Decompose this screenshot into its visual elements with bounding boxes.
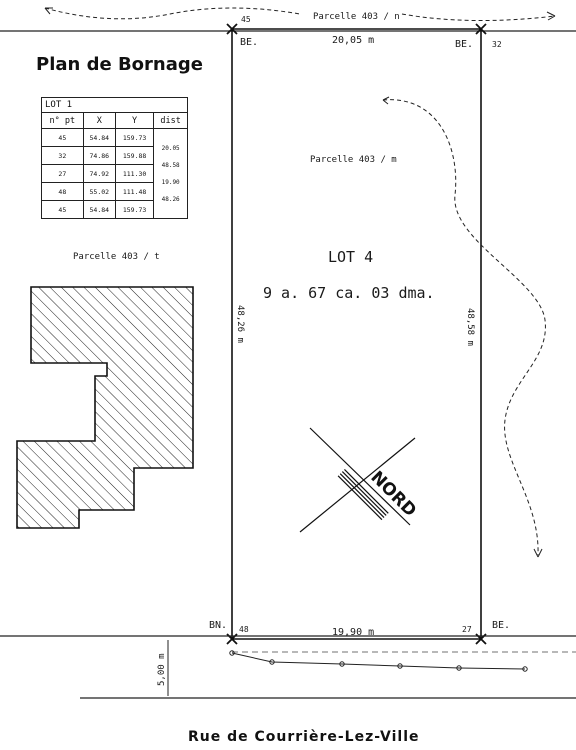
dimension-top: 20,05 m (332, 35, 374, 46)
table-cell-pt: 45 (41, 128, 84, 147)
table-header-x: X (82, 112, 116, 129)
table-lot-title: LOT 1 (41, 97, 188, 113)
arrow-head-icon (382, 96, 390, 105)
parcel-inner-label: Parcelle 403 / m (310, 155, 397, 165)
table-cell-x: 54.84 (82, 200, 116, 219)
road-width-label: 5,00 m (157, 653, 167, 686)
point-45: 45 (241, 15, 251, 24)
table-cell-x: 55.02 (82, 182, 116, 201)
boundary-posts (229, 650, 528, 672)
table-row: 45 54.84 159.73 20.05 48.58 19.90 48.26 (41, 128, 188, 219)
table-distance: 19.90 (161, 178, 180, 186)
coordinates-table: LOT 1 n° pt X Y dist 45 54.84 159.73 20.… (41, 97, 188, 219)
table-cell-x: 74.86 (82, 146, 116, 165)
table-distance: 20.05 (161, 144, 180, 152)
north-arrow-icon (299, 427, 416, 533)
point-32: 32 (492, 40, 502, 49)
marker-top-left: BE. (240, 37, 258, 48)
arrow-head-icon (533, 548, 543, 558)
table-cell-pt: 32 (41, 146, 84, 165)
page-title: Plan de Bornage (36, 54, 203, 75)
table-header-y: Y (114, 112, 155, 129)
corner-markers (226, 23, 487, 645)
point-48: 48 (239, 625, 249, 634)
table-cell-x: 54.84 (82, 128, 116, 147)
dimension-bottom: 19,90 m (332, 627, 374, 638)
table-distance: 48.26 (161, 195, 180, 203)
table-cell-y: 159.88 (114, 146, 155, 165)
table-cell-pt: 27 (41, 164, 84, 183)
lot-area: 9 a. 67 ca. 03 dma. (263, 284, 435, 302)
dimension-left: 48,26 m (235, 305, 245, 343)
marker-bottom-left: BN. (209, 620, 227, 631)
table-cell-x: 74.92 (82, 164, 116, 183)
parcel-boundary-arrow (382, 99, 546, 556)
point-27: 27 (462, 625, 472, 634)
existing-building (16, 286, 194, 529)
table-header-dist: dist (153, 112, 188, 129)
table-cell-y: 111.48 (114, 182, 155, 201)
dimension-right: 48,58 m (465, 308, 475, 346)
lot-boundary (231, 28, 482, 640)
table-cell-y: 159.73 (114, 128, 155, 147)
table-cell-y: 159.73 (114, 200, 155, 219)
marker-bottom-right: BE. (492, 620, 510, 631)
table-distance: 48.58 (161, 161, 180, 169)
table-cell-pt: 45 (41, 200, 84, 219)
marker-top-right: BE. (455, 39, 473, 50)
table-cell-pt: 48 (41, 182, 84, 201)
street-name: Rue de Courrière-Lez-Ville (188, 729, 420, 745)
parcel-left-label: Parcelle 403 / t (73, 252, 160, 262)
table-cell-y: 111.30 (114, 164, 155, 183)
table-header-pt: n° pt (41, 112, 84, 129)
top-parcel-arrow (44, 7, 556, 22)
table-row: 45 54.84 159.73 (41, 200, 188, 219)
lot-name: LOT 4 (328, 248, 373, 266)
table-distances: 20.05 48.58 19.90 48.26 (153, 128, 188, 219)
parcel-top-label: Parcelle 403 / n (313, 12, 400, 22)
